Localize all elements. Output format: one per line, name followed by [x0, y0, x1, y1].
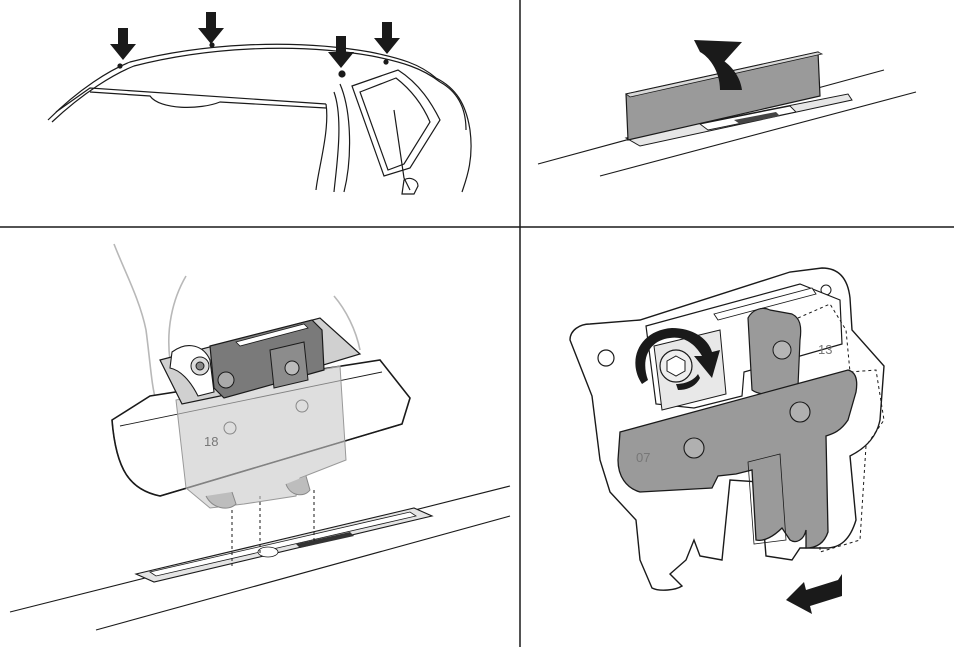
rail-lines	[9, 485, 511, 631]
alignment-lines	[231, 490, 315, 566]
panel-foot-mount: 18	[9, 243, 511, 631]
side-window	[351, 69, 441, 177]
down-arrow-icon	[328, 36, 354, 68]
pad-number-lower: 07	[636, 450, 650, 465]
rotate-arrow-icon	[635, 328, 720, 390]
foot-size-label: 18	[204, 434, 218, 449]
down-arrow-icon	[198, 12, 224, 44]
down-arrow-icon	[374, 22, 400, 54]
rear-pillar	[435, 77, 472, 193]
mirror	[401, 177, 419, 195]
roof-line	[47, 43, 437, 121]
curved-arrow-icon	[694, 40, 742, 90]
panel-pad-adjust: 13 07	[569, 267, 885, 614]
down-arrow-icon	[110, 28, 136, 60]
pad-number-upper: 13	[818, 342, 832, 357]
sunroof-edge	[89, 91, 327, 109]
clamp-ghost	[175, 365, 347, 509]
panel-rail-cover	[537, 40, 917, 177]
windshield-edge	[55, 87, 327, 113]
panel-roof-points	[47, 42, 472, 195]
left-arrow-icon	[786, 574, 842, 614]
front-pillar	[315, 103, 328, 191]
roof-line-inner	[51, 47, 441, 123]
